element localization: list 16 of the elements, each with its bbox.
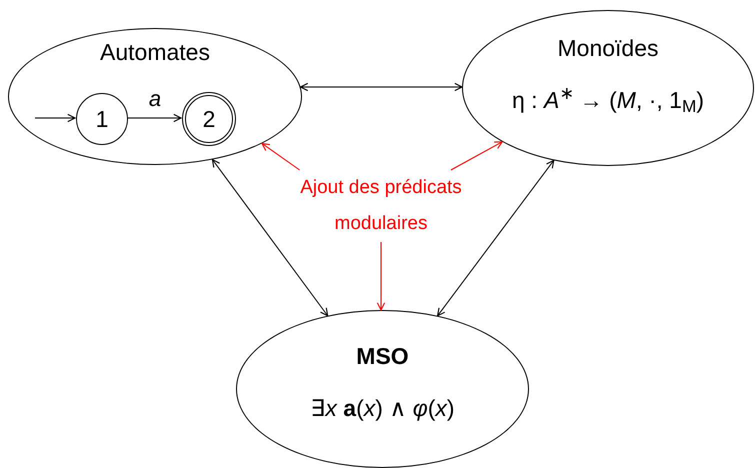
arrow bbox=[34, 114, 76, 122]
state-number: 2 bbox=[202, 108, 216, 130]
node-title: MSO bbox=[356, 342, 409, 371]
formula: ∃x a(x) ∧ φ(x) bbox=[310, 394, 455, 423]
arrow bbox=[376, 242, 386, 311]
arrow bbox=[261, 142, 300, 170]
arrow bbox=[437, 160, 554, 316]
formula: η : A$^{∗}$ → (M, ·, 1$_{M}$) bbox=[512, 85, 704, 115]
arrow bbox=[126, 114, 182, 122]
arrow bbox=[450, 141, 503, 170]
state-number: 1 bbox=[96, 108, 108, 130]
arrow bbox=[300, 82, 463, 92]
arrow bbox=[212, 159, 328, 316]
node-title: Automates bbox=[100, 38, 210, 67]
node-title: Monoïdes bbox=[558, 34, 658, 63]
annotation-text: Ajout des prédicats modulaires bbox=[299, 176, 463, 236]
